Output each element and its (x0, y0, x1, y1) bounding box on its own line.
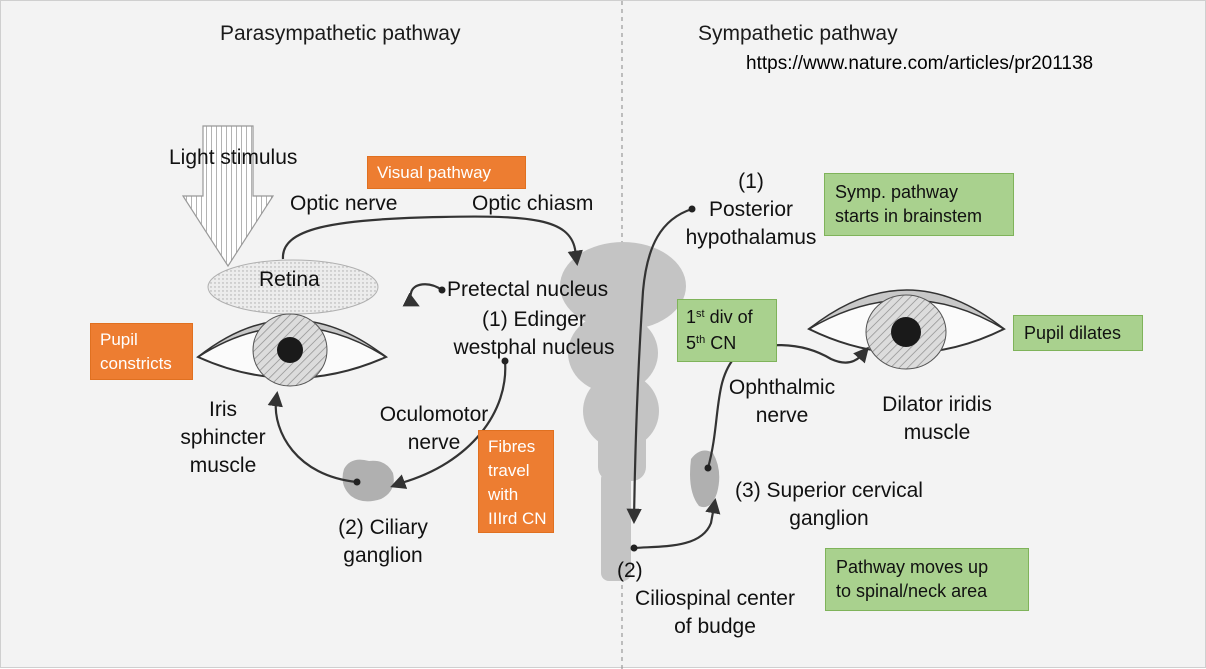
posterior-line-1: (1) (738, 170, 764, 193)
ophthalmic-line-1: Ophthalmic (728, 376, 836, 399)
ciliary-ganglion-dot (353, 478, 361, 486)
pupil-constricts-line-1: Pupil (100, 330, 138, 349)
oculomotor-line-1: Oculomotor (379, 403, 489, 426)
symp-line-2: starts in brainstem (835, 206, 983, 226)
ciliospinal-line-1: (2) (617, 559, 643, 582)
symp-line-1: Symp. pathway (835, 182, 959, 202)
ciliary-ganglion-label: (2) Ciliary ganglion (319, 514, 447, 570)
edinger-westphal-label: (1) Edinger westphal nucleus (444, 306, 624, 362)
short-ciliary-path (267, 390, 358, 484)
first-div-text: div of (704, 307, 753, 327)
edinger-line-1: (1) Edinger (482, 308, 586, 331)
posterior-hypothalamus-label: (1) Posterior hypothalamus (673, 168, 829, 252)
optic-chiasm-label: Optic chiasm (472, 192, 594, 215)
pretectal-loop-path (402, 283, 443, 307)
superior-line-1: (3) Superior cervical (735, 479, 923, 502)
posterior-hypothalamus-dot (688, 205, 696, 213)
ciliary-line-1: (2) Ciliary (338, 516, 428, 539)
superior-cervical-dot (704, 464, 712, 472)
posterior-line-3: hypothalamus (685, 226, 817, 249)
fibres-line-1: Fibres (488, 437, 536, 456)
pretectal-dot (438, 286, 446, 294)
superior-line-2: ganglion (789, 507, 869, 530)
ciliospinal-center-text: Ciliospinal center of budge (619, 585, 811, 641)
fifth-cn-line: 5th CN (686, 330, 768, 356)
iris-sphincter-label: Iris sphincter muscle (163, 396, 283, 480)
sympathetic-heading: Sympathetic pathway (698, 22, 898, 45)
brainstem-shape (560, 242, 686, 581)
ciliospinal-dot (630, 544, 638, 552)
first-div-suffix: st (696, 308, 705, 320)
light-stimulus-arrow (181, 125, 275, 268)
first-division-callout: 1st div of 5th CN (677, 299, 777, 362)
symp-pathway-callout: Symp. pathway starts in brainstem (824, 173, 1014, 236)
right-eye-icon (807, 289, 1006, 370)
fifth-text: CN (705, 333, 737, 353)
dilator-line-2: muscle (903, 421, 971, 444)
iris-line-2: sphincter (180, 426, 266, 449)
edinger-line-2: westphal nucleus (453, 336, 615, 359)
first-div-number: 1 (686, 307, 697, 327)
fifth-suffix: th (696, 334, 706, 346)
fibres-travel-callout: Fibres travel with IIIrd CN (478, 430, 554, 533)
superior-cervical-ganglion-shape (690, 450, 720, 508)
retina-label: Retina (259, 268, 320, 291)
pathway-moves-up-callout: Pathway moves up to spinal/neck area (825, 548, 1029, 611)
visual-pathway-callout: Visual pathway (367, 156, 526, 189)
dilator-line-1: Dilator iridis (882, 393, 992, 416)
parasympathetic-heading: Parasympathetic pathway (220, 22, 461, 45)
dilator-iridis-label: Dilator iridis muscle (867, 391, 1007, 447)
pretectal-nucleus-label: Pretectal nucleus (447, 278, 609, 301)
fifth-number: 5 (686, 333, 697, 353)
first-div-line: 1st div of (686, 304, 768, 330)
ciliospinal-line-3: of budge (674, 615, 756, 638)
oculomotor-line-2: nerve (407, 431, 461, 454)
posterior-line-2: Posterior (708, 198, 794, 221)
ciliospinal-center-label: (2) (617, 557, 643, 585)
preganglionic-path (633, 497, 721, 550)
iris-line-3: muscle (189, 454, 257, 477)
light-stimulus-label: Light stimulus (169, 146, 298, 169)
pathway-line-2: to spinal/neck area (836, 581, 988, 601)
optic-nerve-label: Optic nerve (290, 192, 398, 215)
hypothalamic-descending-path (626, 207, 693, 525)
pupil-constricts-line-2: constricts (100, 354, 172, 373)
ciliospinal-line-2: Ciliospinal center (635, 587, 795, 610)
ciliary-ganglion-shape (342, 459, 394, 502)
superior-cervical-ganglion-label: (3) Superior cervical ganglion (721, 477, 937, 533)
iris-line-1: Iris (209, 398, 237, 421)
fibres-line-3: with (488, 485, 519, 504)
ophthalmic-nerve-label: Ophthalmic nerve (717, 374, 847, 430)
pupil-dilates-callout: Pupil dilates (1013, 315, 1143, 351)
oculomotor-path (390, 360, 507, 489)
optic-nerve-path (281, 215, 583, 267)
fibres-line-2: travel (488, 461, 530, 480)
pupil-constricts-callout: Pupil constricts (90, 323, 193, 380)
ophthalmic-line-2: nerve (755, 404, 809, 427)
pathway-line-1: Pathway moves up (836, 557, 989, 577)
source-url: https://www.nature.com/articles/pr201138 (746, 53, 1094, 74)
fibres-line-4: IIIrd CN (488, 509, 547, 528)
edinger-westphal-dot (501, 357, 509, 365)
left-eye-icon (196, 313, 389, 387)
ciliary-line-2: ganglion (343, 544, 423, 567)
oculomotor-nerve-label: Oculomotor nerve (369, 401, 499, 457)
